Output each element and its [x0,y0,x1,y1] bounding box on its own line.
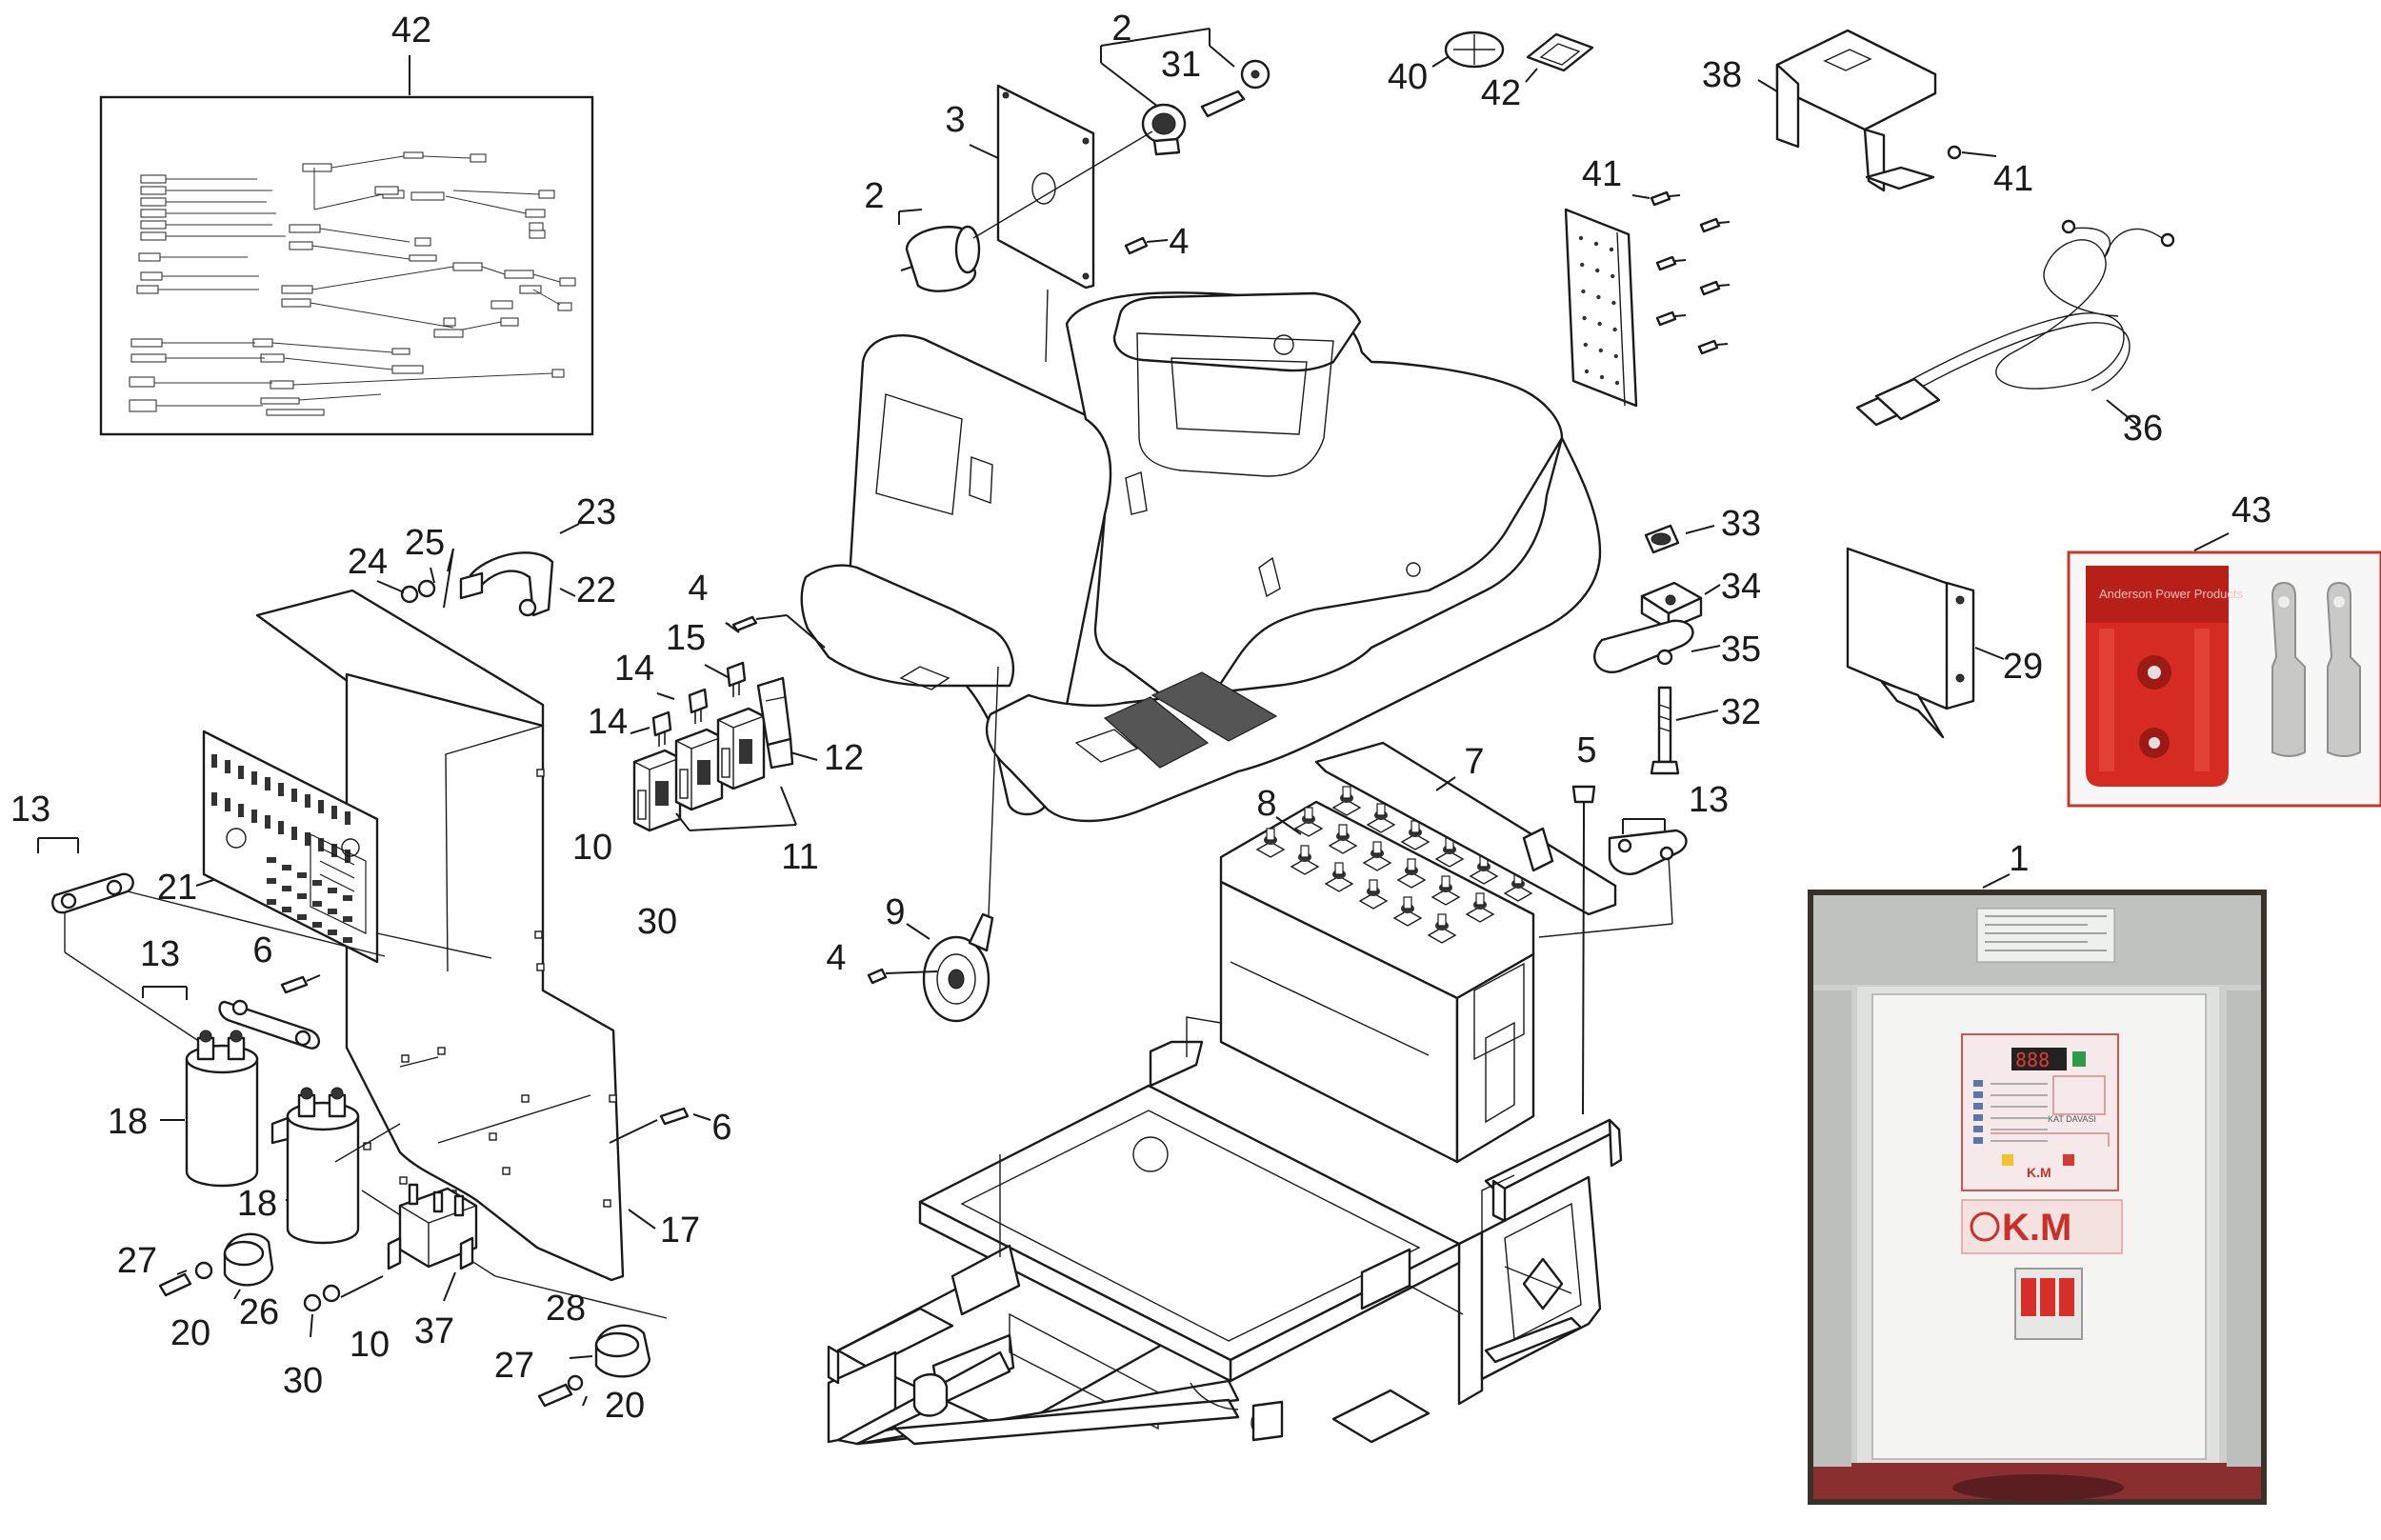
callout-label: 6 [252,930,272,970]
callout-label: 32 [1721,692,1761,732]
callout-label: 36 [2123,409,2163,449]
callout-label: 34 [1721,567,1761,607]
callout-label: 31 [1161,45,1201,85]
callout-label: 37 [414,1311,454,1351]
callout-label: 28 [546,1289,586,1329]
callout-label: 29 [2003,647,2043,687]
callout-label: 2 [864,176,884,216]
callout-label: 4 [826,938,846,978]
busbar-clamp [376,523,580,617]
charger-brand-logo: K.M [2002,1207,2071,1249]
panel-brand-small: K.M [2027,1165,2051,1180]
electrical-panel-17 [255,589,656,1282]
callout-label: 13 [10,790,50,830]
callout-label: 23 [576,492,616,532]
callout-label: 43 [2231,490,2271,530]
callout-label: 4 [1169,222,1189,262]
rubber-mounts [158,1232,651,1408]
callout-label: 18 [237,1184,277,1224]
callout-label: 2 [1111,9,1131,49]
callout-label: 9 [885,892,905,932]
callout-label: 30 [283,1361,323,1401]
callout-label: 24 [348,542,388,582]
mounting-plate-41 [1564,190,1731,408]
callout-label: 3 [945,100,965,140]
callout-label: 14 [614,649,654,689]
relay-37 [303,1183,478,1338]
callout-label: 10 [572,828,612,868]
callout-label: 41 [1993,159,2033,199]
callout-label: 26 [239,1292,279,1332]
stack-hardware-32-35 [1593,524,1721,775]
callout-label: 35 [1721,630,1761,670]
callout-label: 8 [1256,784,1276,824]
chassis-frame [827,1016,1623,1446]
connector-brand-text: Anderson Power Products [2099,587,2244,601]
fuse-holders [630,614,826,832]
control-board-21 [195,730,492,964]
callout-label: 10 [350,1325,390,1365]
callout-label: 17 [660,1210,700,1250]
contactors-18 [37,837,711,1319]
callout-label: 25 [405,523,445,563]
connector-photo: Anderson Power Products [2067,532,2381,808]
callout-label: 30 [637,902,677,942]
callout-label: 27 [494,1346,534,1386]
callout-label: 22 [576,570,616,610]
svg-text:888: 888 [2015,1049,2050,1071]
callout-label: 6 [711,1108,731,1148]
seal-and-gasket [1431,30,1594,83]
horn-9 [867,666,999,1023]
bracket-38 [1757,29,1997,192]
callout-label: 21 [157,868,197,908]
bracket-7 [1314,741,1688,1115]
key-switch-assembly [898,28,1271,363]
callout-label: 13 [140,934,180,974]
callout-label: 18 [108,1102,148,1142]
callout-label: 42 [391,10,431,50]
callout-label: 40 [1388,57,1428,97]
callout-label: 5 [1576,730,1596,770]
callout-label: 20 [605,1386,645,1426]
callout-label: 33 [1721,504,1761,544]
battery-8 [1219,786,1535,1164]
callout-label: 41 [1582,154,1622,194]
charger-photo: 888 KAT DAVASI K.M K.M [1808,873,2267,1505]
panel-caption: KAT DAVASI [2048,1114,2096,1124]
callout-label: 15 [666,618,706,658]
callout-label: 1 [2009,839,2029,879]
wiring-diagram-sheet [99,55,594,436]
callout-label: 20 [170,1313,210,1353]
dash-body-shell [800,291,1602,823]
callout-label: 11 [781,837,818,877]
charger-cable-36 [1855,219,2175,427]
callout-label: 27 [117,1241,157,1281]
callout-label: 12 [824,738,864,778]
callout-label: 14 [588,702,628,742]
callout-label: 4 [688,569,708,609]
callout-label: 38 [1702,55,1742,95]
callout-label: 7 [1464,742,1484,782]
callout-label: 13 [1689,780,1729,820]
bracket-29 [1846,547,2005,739]
callout-label: 42 [1481,73,1521,113]
